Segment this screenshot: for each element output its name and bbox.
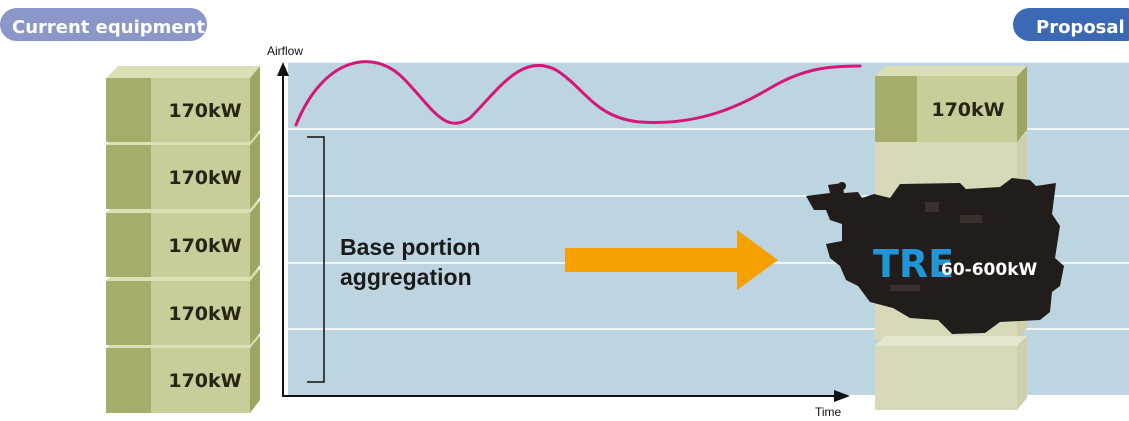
- proposal-badge: Proposal: [1013, 8, 1129, 41]
- base-portion-line2: aggregation: [340, 264, 472, 290]
- ghost-box: [875, 336, 1027, 410]
- x-axis-label: Time: [815, 405, 842, 419]
- y-axis-label: Airflow: [267, 44, 303, 58]
- engine-silhouette-icon: [806, 178, 1064, 334]
- proposal-box-label: 170kW: [931, 99, 1004, 121]
- current-box-label: 170kW: [168, 303, 241, 325]
- current-box-4: 170kW: [106, 269, 260, 345]
- right-arrow-icon: [565, 230, 778, 290]
- current-box-5: 170kW: [106, 336, 260, 413]
- base-bracket: [307, 136, 325, 383]
- proposal-box-170kw: 170kW: [875, 66, 1027, 142]
- current-equipment-stack: 170kW 170kW 170kW 170kW: [106, 66, 260, 413]
- current-box-3: 170kW: [106, 201, 260, 277]
- current-box-label: 170kW: [168, 235, 241, 257]
- x-axis-arrow-icon: [834, 390, 850, 402]
- axes: Airflow Time: [267, 44, 850, 419]
- product-model: TRE: [873, 242, 954, 286]
- current-equipment-label: Current equipment: [12, 17, 205, 38]
- current-box-2: 170kW: [106, 133, 260, 209]
- y-axis-arrow-icon: [277, 62, 289, 76]
- airflow-curve: [294, 60, 862, 127]
- current-box-label: 170kW: [168, 370, 241, 392]
- base-portion-line1: Base portion: [340, 234, 481, 260]
- proposal-label: Proposal: [1036, 17, 1125, 38]
- current-box-label: 170kW: [168, 167, 241, 189]
- current-equipment-badge: Current equipment: [0, 8, 207, 41]
- current-box-label: 170kW: [168, 100, 241, 122]
- current-box-1: 170kW: [106, 66, 260, 142]
- product-range: 60-600kW: [941, 260, 1038, 280]
